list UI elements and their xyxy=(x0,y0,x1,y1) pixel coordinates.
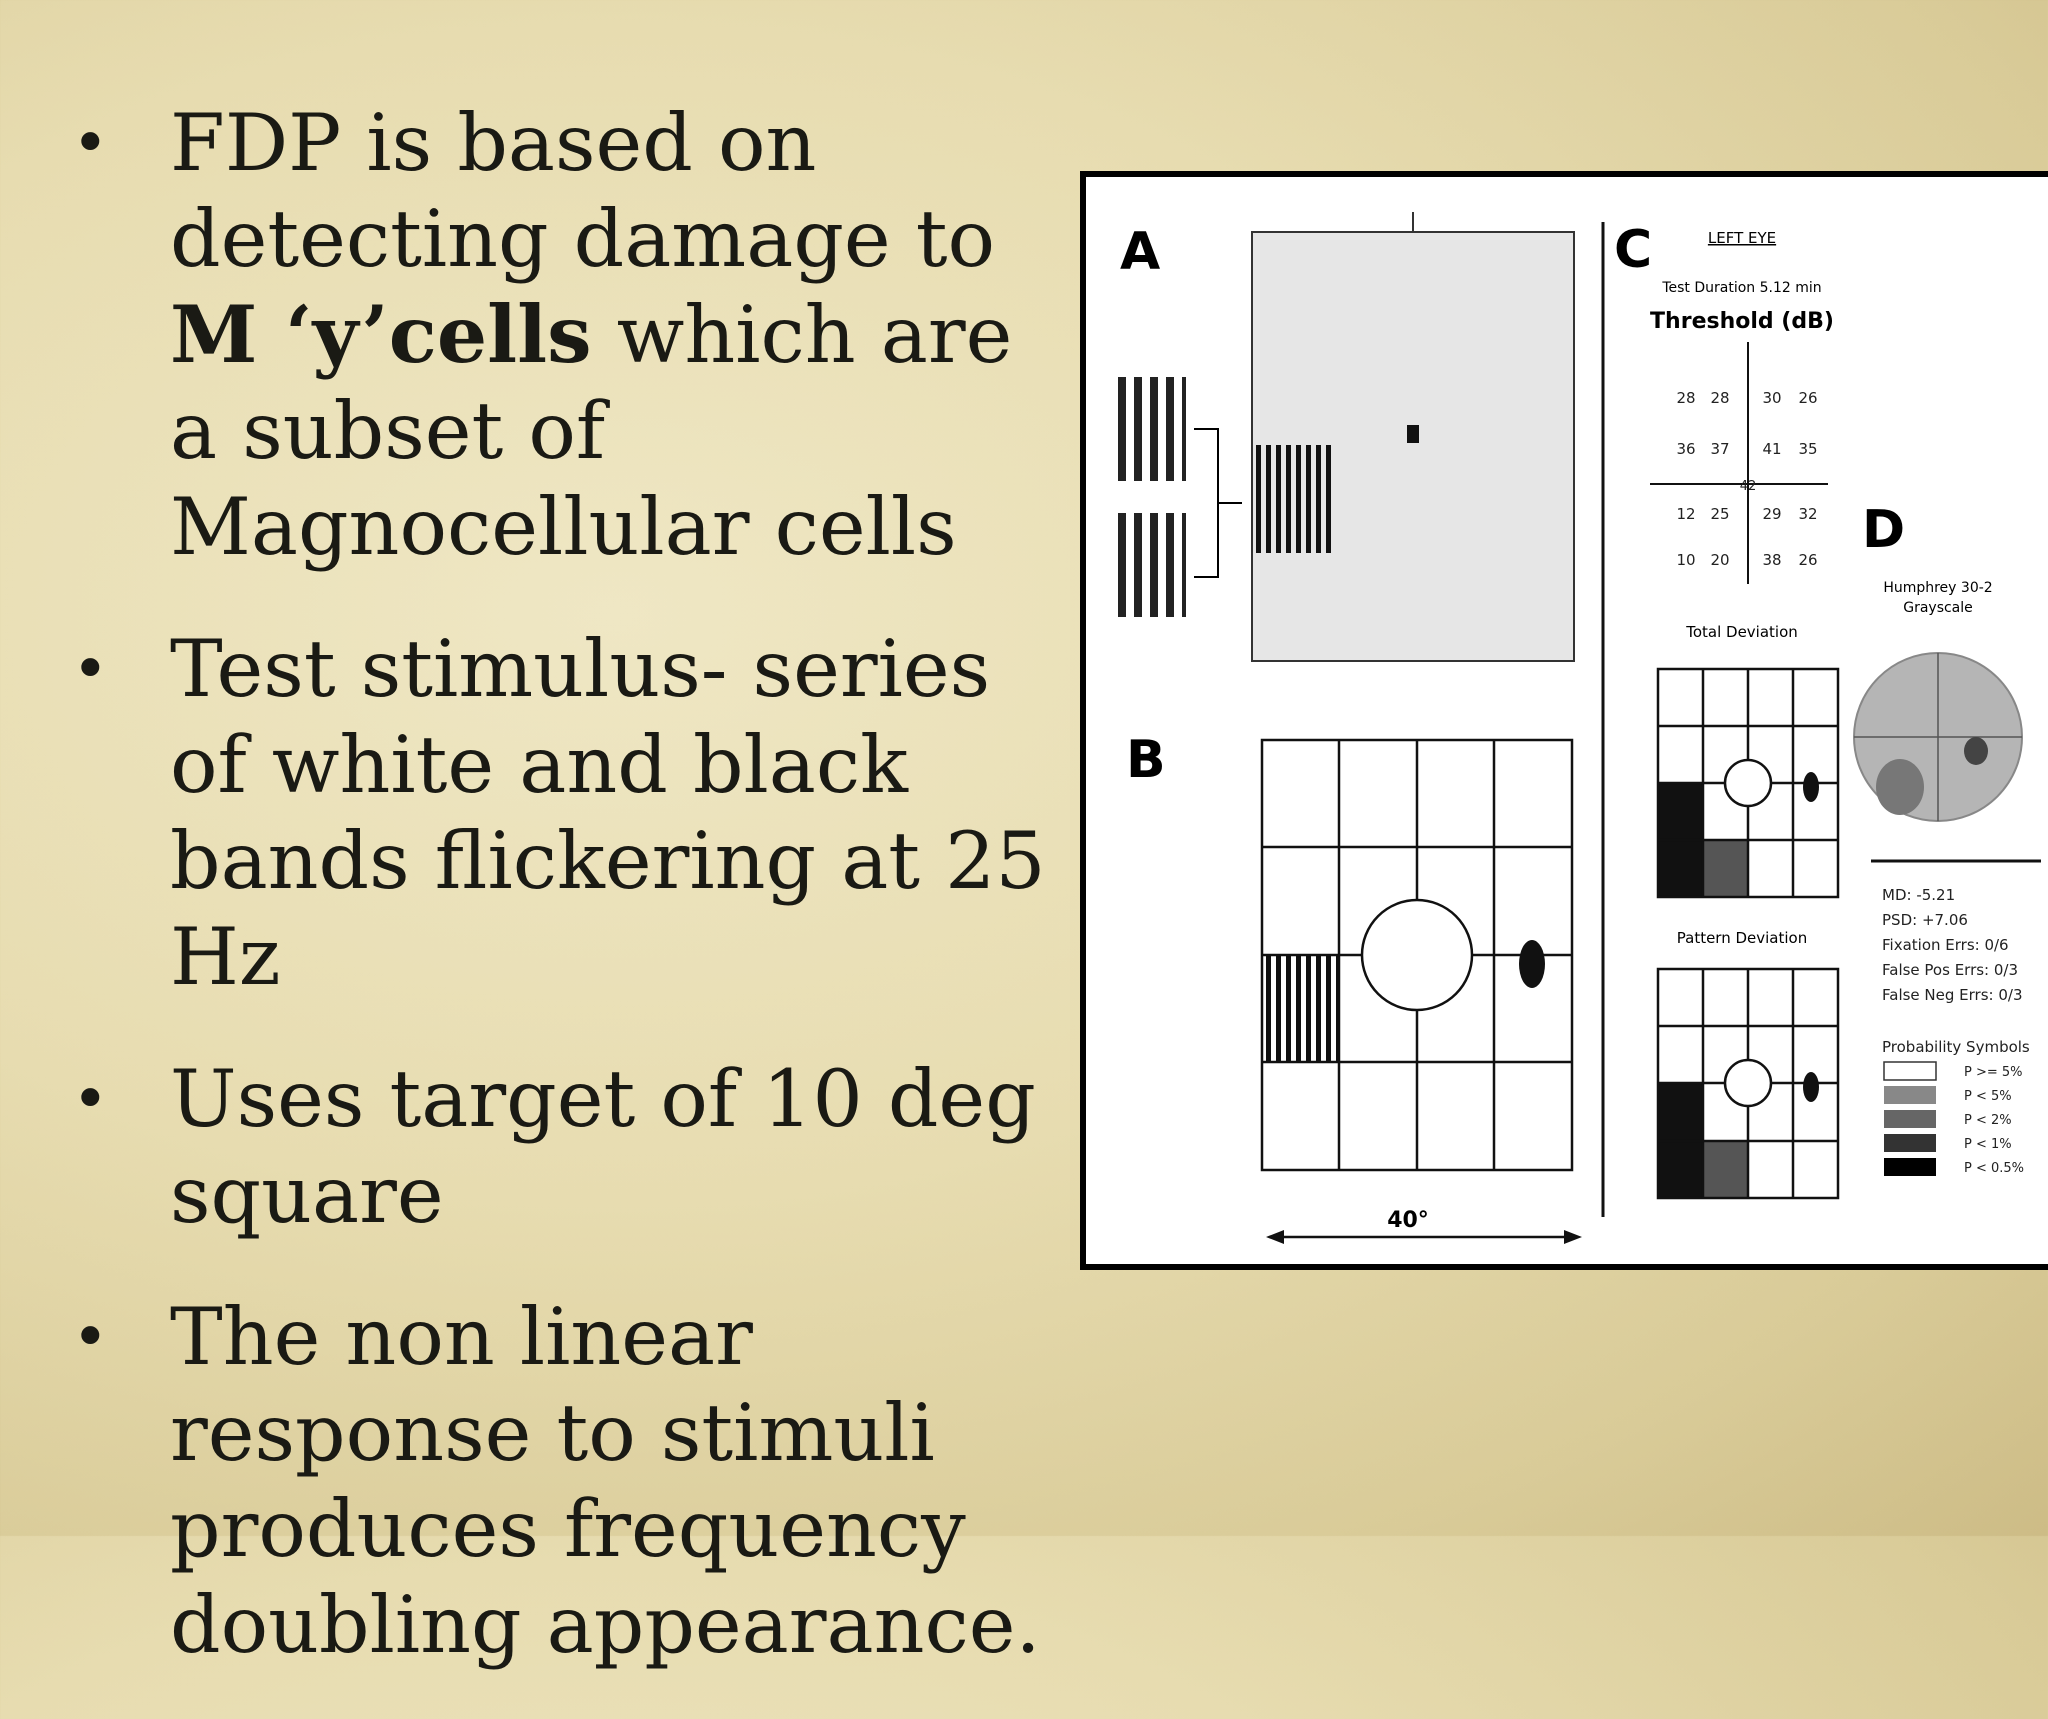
humphrey-subtitle: Grayscale xyxy=(1903,600,1973,616)
threshold-title: Threshold (dB) xyxy=(1650,309,1834,334)
panel-c-label: C xyxy=(1614,220,1652,280)
panel-a-label: A xyxy=(1120,222,1160,282)
threshold-value: 36 xyxy=(1676,440,1695,458)
pattern-deviation-grid xyxy=(1656,967,1840,1200)
bullet-icon: • xyxy=(72,1062,109,1135)
grating-sample xyxy=(1110,513,1186,617)
bullet-item: • Uses target of 10 deg square xyxy=(60,1051,1060,1243)
threshold-value: 41 xyxy=(1762,440,1781,458)
bullet-text: FDP is based on detecting damage to xyxy=(170,97,996,285)
probability-label: P < 1% xyxy=(1964,1137,2012,1152)
probability-label: P < 2% xyxy=(1964,1113,2012,1128)
threshold-value: 26 xyxy=(1798,389,1817,407)
bullet-text: The non linear response to stimuli produ… xyxy=(170,1291,1041,1671)
bullet-icon: • xyxy=(72,1300,109,1373)
bullet-text: Uses target of 10 deg square xyxy=(170,1053,1036,1241)
total-deviation-grid xyxy=(1656,667,1840,899)
bracket-connector xyxy=(1194,428,1242,578)
fixation-point xyxy=(1407,425,1419,443)
threshold-value: 37 xyxy=(1710,440,1729,458)
threshold-value: 29 xyxy=(1762,505,1781,523)
pattern-deviation-title: Pattern Deviation xyxy=(1677,929,1807,947)
bullet-bold-text: M ‘y’cells xyxy=(170,288,592,381)
bullet-item: • Test stimulus- series of white and bla… xyxy=(60,621,1060,1005)
stat-fixation: Fixation Errs: 0/6 xyxy=(1882,936,2009,954)
threshold-center: 42 xyxy=(1740,479,1757,494)
flicker-target xyxy=(1252,445,1332,553)
bullet-list: • FDP is based on detecting damage to M … xyxy=(60,95,1060,1719)
bullet-icon: • xyxy=(72,106,109,179)
threshold-value: 32 xyxy=(1798,505,1817,523)
bullet-icon: • xyxy=(72,632,109,705)
threshold-value: 35 xyxy=(1798,440,1817,458)
probability-label: P >= 5% xyxy=(1964,1065,2023,1080)
threshold-value: 38 xyxy=(1762,551,1781,569)
test-duration: Test Duration 5.12 min xyxy=(1661,280,1821,296)
threshold-value: 26 xyxy=(1798,551,1817,569)
panel-d-label: D xyxy=(1862,500,1905,560)
panel-b-label: B xyxy=(1126,730,1166,790)
threshold-value: 28 xyxy=(1710,389,1729,407)
target-grating xyxy=(1263,955,1339,1062)
threshold-value: 20 xyxy=(1710,551,1729,569)
threshold-value: 30 xyxy=(1762,389,1781,407)
threshold-value: 25 xyxy=(1710,505,1729,523)
stat-false-pos: False Pos Errs: 0/3 xyxy=(1882,961,2018,979)
probability-label: P < 5% xyxy=(1964,1089,2012,1104)
threshold-value: 12 xyxy=(1676,505,1695,523)
stat-psd: PSD: +7.06 xyxy=(1882,911,1968,929)
threshold-value: 10 xyxy=(1676,551,1695,569)
bullet-text: which are a subset of Magnocellular cell… xyxy=(170,289,1013,573)
left-eye-label: LEFT EYE xyxy=(1708,229,1776,247)
stat-md: MD: -5.21 xyxy=(1882,886,1955,904)
probability-label: P < 0.5% xyxy=(1964,1161,2024,1176)
fdp-diagram: A B 40° C LEFT EYE Test Duration 5.12 mi… xyxy=(1110,212,2041,1244)
bullet-text: Test stimulus- series of white and black… xyxy=(170,623,1046,1003)
bullet-item: • The non linear response to stimuli pro… xyxy=(60,1289,1060,1673)
threshold-value: 28 xyxy=(1676,389,1695,407)
stat-false-neg: False Neg Errs: 0/3 xyxy=(1882,986,2023,1004)
grayscale-field xyxy=(1853,652,2023,822)
probability-title: Probability Symbols xyxy=(1882,1038,2030,1056)
fixation-dot xyxy=(1519,940,1545,988)
total-deviation-title: Total Deviation xyxy=(1685,623,1798,641)
bullet-item: • FDP is based on detecting damage to M … xyxy=(60,95,1060,575)
blind-spot-circle xyxy=(1360,898,1474,1012)
degree-label: 40° xyxy=(1387,1208,1429,1233)
grating-sample xyxy=(1110,377,1186,481)
probability-legend: P >= 5% P < 5% P < 2% P < 1% P < 0.5% xyxy=(1883,1061,2024,1176)
fdp-figure: A B 40° C LEFT EYE Test Duration 5.12 mi… xyxy=(1080,171,2048,1270)
humphrey-title: Humphrey 30-2 xyxy=(1883,580,1992,596)
